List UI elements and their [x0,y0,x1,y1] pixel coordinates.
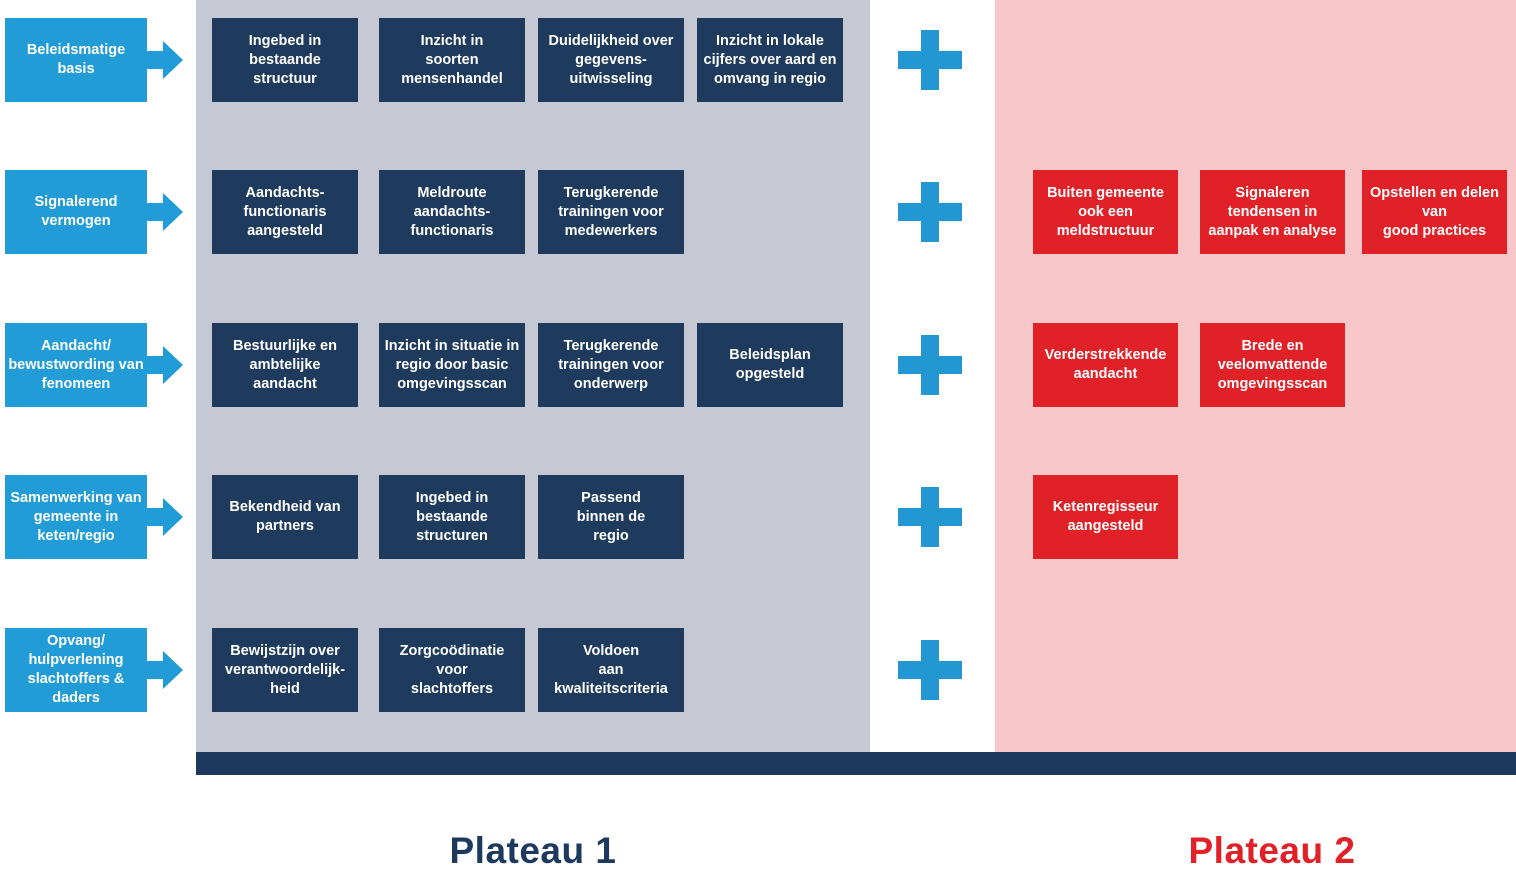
row-label-aandacht-bewustwording: Aandacht/ bewustwording van fenomeen [5,323,147,407]
plateau2-box: Ketenregisseur aangesteld [1033,475,1178,559]
plateau1-box: Terugkerende trainingen voor medewerkers [538,170,684,254]
plus-icon [898,335,962,395]
plateau2-box: Signaleren tendensen in aanpak en analys… [1200,170,1345,254]
plateau2-box: Brede en veelomvattende omgevingsscan [1200,323,1345,407]
baseline-bar [196,752,1516,775]
plus-icon [898,487,962,547]
plateau2-box: Opstellen en delen van good practices [1362,170,1507,254]
plateau1-box: Meldroute aandachts- functionaris [379,170,525,254]
row-label-signalerend-vermogen: Signalerend vermogen [5,170,147,254]
plateau1-box: Inzicht in lokale cijfers over aard en o… [697,18,843,102]
arrow-right-icon [147,51,163,69]
arrow-right-icon [163,346,183,384]
plateau1-box: Ingebed in bestaande structuren [379,475,525,559]
arrow-right-icon [163,651,183,689]
plateau1-box: Zorgcoödinatie voor slachtoffers [379,628,525,712]
plateau2-box: Buiten gemeente ook een meldstructuur [1033,170,1178,254]
arrow-right-icon [163,41,183,79]
arrow-right-icon [147,356,163,374]
plateau2-title: Plateau 2 [1188,830,1356,871]
plus-icon [898,182,962,242]
arrow-right-icon [147,203,163,221]
row-label-beleidsmatige-basis: Beleidsmatige basis [5,18,147,102]
plateau1-box: Voldoen aan kwaliteitscriteria [538,628,684,712]
plus-icon [898,30,962,90]
plateau2-box: Verderstrekkende aandacht [1033,323,1178,407]
row-label-opvang-hulpverlening: Opvang/ hulpverlening slachtoffers & dad… [5,628,147,712]
plateau1-box: Terugkerende trainingen voor onderwerp [538,323,684,407]
arrow-right-icon [163,498,183,536]
plateau1-box: Bekendheid van partners [212,475,358,559]
plateau1-box: Aandachts- functionaris aangesteld [212,170,358,254]
plateau1-box: Bewijstzijn over verantwoordelijk- heid [212,628,358,712]
arrow-right-icon [147,661,163,679]
plateau1-box: Duidelijkheid over gegevens- uitwisselin… [538,18,684,102]
plateau1-box: Ingebed in bestaande structuur [212,18,358,102]
plateau1-box: Inzicht in soorten mensenhandel [379,18,525,102]
plateau1-box: Passend binnen de regio [538,475,684,559]
plateau1-title: Plateau 1 [449,830,617,871]
plateau1-box: Beleidsplan opgesteld [697,323,843,407]
plateau1-box: Bestuurlijke en ambtelijke aandacht [212,323,358,407]
arrow-right-icon [163,193,183,231]
arrow-right-icon [147,508,163,526]
plus-icon [898,640,962,700]
row-label-samenwerking-keten-regio: Samenwerking van gemeente in keten/regio [5,475,147,559]
plateau1-box: Inzicht in situatie in regio door basic … [379,323,525,407]
